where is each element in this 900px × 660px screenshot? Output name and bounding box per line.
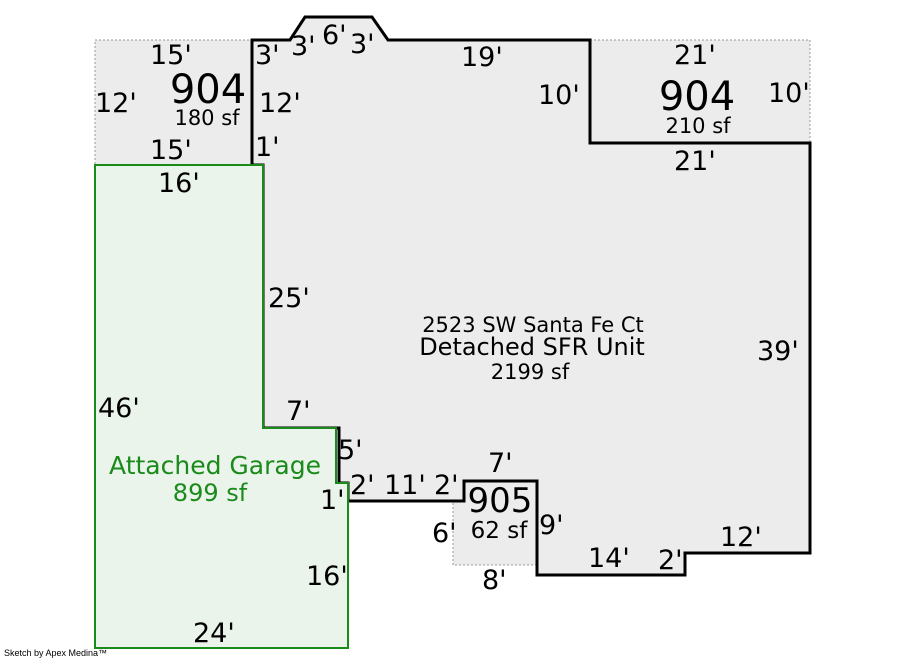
main-name: Detached SFR Unit [419, 333, 645, 361]
dim-label: 5' [338, 435, 363, 466]
dim-label: 6' [322, 20, 347, 51]
dim-label: 1' [320, 485, 345, 516]
dim-label: 7' [286, 396, 311, 427]
area-code: 904 [169, 67, 247, 113]
dim-label: 7' [488, 448, 513, 479]
garage-area: 899 sf [172, 479, 248, 507]
dim-label: 6' [432, 518, 457, 549]
dim-label: 15' [150, 135, 192, 166]
dim-label: 8' [482, 565, 507, 596]
area-code: 905 [467, 481, 533, 521]
dim-label: 11' [384, 470, 426, 501]
area-size: 210 sf [665, 114, 731, 138]
dim-label: 24' [193, 618, 235, 649]
dim-label: 10' [768, 78, 810, 109]
dim-label: 1' [255, 132, 280, 163]
main-area: 2199 sf [490, 360, 570, 384]
dim-label: 2' [350, 470, 375, 501]
dim-label: 2' [658, 545, 683, 576]
dim-label: 12' [720, 522, 762, 553]
dim-label: 16' [158, 168, 200, 199]
sketch-credit: Sketch by Apex Medina™ [4, 648, 108, 658]
area-size: 180 sf [174, 106, 240, 130]
dim-label: 14' [588, 543, 630, 574]
dim-label: 9' [539, 510, 564, 541]
dim-label: 10' [538, 80, 580, 111]
dim-label: 16' [306, 561, 348, 592]
dim-label: 19' [461, 42, 503, 73]
garage-outline [94, 164, 349, 649]
area-code: 904 [658, 74, 736, 120]
garage-name: Attached Garage [109, 451, 321, 480]
dim-label: 21' [674, 40, 716, 71]
area-size: 62 sf [470, 518, 528, 544]
dim-label: 2' [434, 470, 459, 501]
dim-label: 3' [350, 29, 375, 60]
dim-label: 15' [150, 40, 192, 71]
dim-label: 25' [268, 283, 310, 314]
dim-label: 39' [757, 336, 799, 367]
dim-label: 21' [674, 146, 716, 177]
area-904-right [589, 39, 811, 144]
dim-label: 12' [259, 88, 301, 119]
dim-label: 46' [98, 393, 140, 424]
dim-label: 3' [255, 40, 280, 71]
dim-label: 12' [95, 88, 137, 119]
area-904-left [94, 39, 253, 166]
main-address: 2523 SW Santa Fe Ct [422, 313, 644, 337]
dim-label: 3' [291, 31, 316, 62]
